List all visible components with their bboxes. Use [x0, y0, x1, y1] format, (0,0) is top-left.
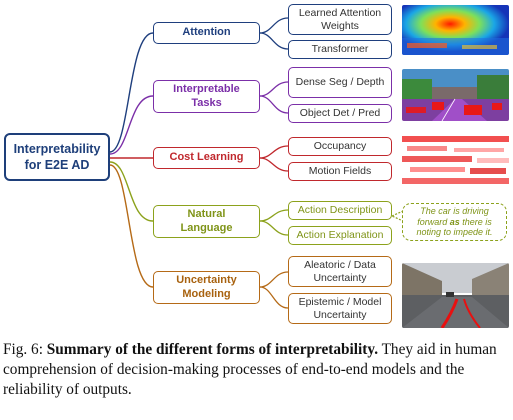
link-attention-leaf2 [259, 32, 289, 50]
caption-bold: Summary of the different forms of interp… [46, 341, 379, 358]
caption-rest: They aid in human comprehension of decis… [3, 341, 497, 398]
category-tasks-label-line2: Tasks [191, 96, 222, 109]
link-root-uncertainty [109, 164, 154, 288]
leaf-learned-attention-weights: Learned Attention Weights [288, 4, 392, 35]
connector-lines [109, 17, 404, 309]
link-attention-leaf1 [259, 17, 289, 34]
figure-caption: Fig. 6: Summary of the different forms o… [3, 340, 511, 400]
link-tasks-leaf1 [259, 81, 289, 97]
category-natural-language: Natural Language [153, 205, 260, 238]
leaf-label: Transformer [311, 43, 369, 56]
link-uncertainty-leaf2 [259, 286, 289, 309]
leaf-label: Occupancy [313, 140, 367, 153]
link-tasks-leaf2 [259, 95, 289, 114]
category-cost-learning: Cost Learning [153, 147, 260, 169]
category-attention: Attention [153, 22, 260, 44]
callout-text-bold: as [449, 216, 460, 227]
link-cost-leaf1 [259, 145, 289, 159]
leaf-dense-seg-depth: Dense Seg / Depth [288, 67, 392, 98]
category-language-label-line2: Language [180, 221, 233, 234]
leaf-label: Object Det / Pred [299, 107, 381, 120]
root-label-line1: Interpretability [13, 141, 101, 156]
leaf-aleatoric-uncertainty: Aleatoric / Data Uncertainty [288, 256, 392, 287]
category-tasks-label-line1: Interpretable [173, 83, 240, 96]
leaf-label: Aleatoric / Data Uncertainty [304, 258, 376, 284]
category-interpretable-tasks: Interpretable Tasks [153, 80, 260, 113]
leaf-action-explanation: Action Explanation [288, 226, 392, 245]
link-root-language [109, 161, 154, 222]
link-root-attention [109, 32, 154, 153]
leaf-action-description: Action Description [288, 201, 392, 220]
leaf-transformer: Transformer [288, 40, 392, 59]
segmentation-image [402, 69, 509, 121]
link-root-tasks [109, 95, 154, 155]
category-uncertainty-label-line1: Uncertainty [176, 274, 237, 287]
leaf-label: Action Explanation [296, 229, 384, 242]
root-label-line2: for E2E AD [24, 158, 90, 172]
link-language-leaf2 [259, 220, 289, 236]
leaf-label: Dense Seg / Depth [295, 76, 385, 89]
callout-text: The car is driving forward as there is n… [406, 206, 503, 238]
category-uncertainty-modeling: Uncertainty Modeling [153, 271, 260, 304]
road-scene-image [402, 263, 509, 328]
leaf-epistemic-uncertainty: Epistemic / Model Uncertainty [288, 293, 392, 324]
leaf-occupancy: Occupancy [288, 137, 392, 156]
interpretability-diagram: Interpretability for E2E AD Attention In… [4, 4, 509, 328]
leaf-label: Learned Attention Weights [298, 6, 382, 32]
link-cost-leaf2 [259, 157, 289, 172]
callout-text-b: there is noting to impede it. [416, 216, 493, 238]
caption-prefix: Fig. 6: [3, 341, 47, 358]
leaf-label: Epistemic / Model Uncertainty [298, 295, 382, 321]
root-node: Interpretability for E2E AD [4, 133, 110, 181]
category-attention-label: Attention [182, 26, 231, 39]
action-explanation-callout: The car is driving forward as there is n… [402, 203, 507, 241]
category-language-label-line1: Natural [187, 208, 226, 221]
leaf-label: Motion Fields [308, 165, 372, 178]
occupancy-flow-image [402, 134, 509, 186]
attention-heatmap-image [402, 5, 509, 55]
link-uncertainty-leaf1 [259, 271, 289, 288]
leaf-object-det-pred: Object Det / Pred [288, 104, 392, 123]
callout-text-a: The car is driving forward [417, 205, 489, 227]
callout-pointer [390, 210, 404, 222]
leaf-label: Action Description [297, 204, 383, 217]
leaf-motion-fields: Motion Fields [288, 162, 392, 181]
category-uncertainty-label-line2: Modeling [182, 287, 231, 300]
category-cost-label: Cost Learning [169, 151, 244, 164]
link-language-leaf1 [259, 209, 289, 222]
